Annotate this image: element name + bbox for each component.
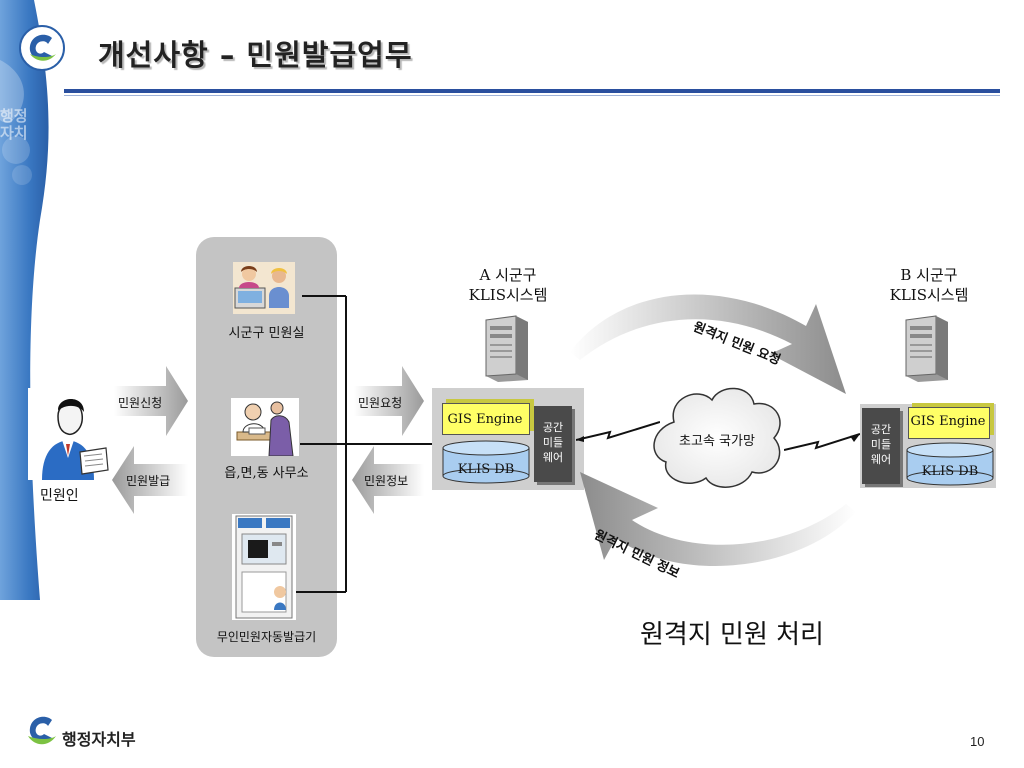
page-number: 10 bbox=[970, 734, 985, 749]
footer-brand: 행정자치부 bbox=[62, 730, 136, 749]
side-band bbox=[0, 0, 49, 600]
system-b-db-label: KLIS DB bbox=[921, 464, 979, 479]
citizen-label: 민원인 bbox=[40, 488, 79, 504]
network-cloud-label: 초고속 국가망 bbox=[679, 434, 755, 449]
system-b-middleware-label: 공간 미들 웨어 bbox=[862, 422, 900, 467]
link-cloud-to-b bbox=[784, 433, 860, 451]
city-office-label: 시군구 민원실 bbox=[228, 326, 305, 341]
network-cloud bbox=[653, 387, 781, 488]
issue-arrow bbox=[112, 446, 188, 514]
system-a-mw-line1: 공간 bbox=[542, 421, 564, 434]
system-a-mw-line3: 웨어 bbox=[542, 451, 564, 464]
link-a-to-cloud bbox=[576, 421, 660, 442]
mid-info-arrow bbox=[352, 446, 424, 514]
page-title: 개선사항 – 민원발급업무 bbox=[98, 38, 413, 72]
title-rule-thin bbox=[64, 95, 1000, 96]
system-a-mw-line2: 미들 bbox=[542, 436, 564, 449]
system-a-gis-box bbox=[442, 403, 530, 435]
city-office-icon bbox=[233, 262, 295, 314]
system-b-mw-line2: 미들 bbox=[870, 438, 892, 451]
mid-info-label: 민원정보 bbox=[364, 474, 409, 488]
system-a-db bbox=[442, 440, 530, 484]
system-b-db bbox=[906, 442, 994, 486]
curved-arrows bbox=[570, 294, 856, 567]
system-a-middleware-label: 공간 미들 웨어 bbox=[534, 420, 572, 465]
side-watermark-text: 행정자치 bbox=[0, 107, 28, 142]
system-a-middleware-box bbox=[534, 406, 572, 482]
mid-request-arrow bbox=[354, 366, 424, 436]
system-b-mw-line1: 공간 bbox=[870, 423, 892, 436]
system-a-title-line2: KLIS시스템 bbox=[468, 286, 548, 304]
title-rule bbox=[64, 89, 1000, 93]
citizen-icon bbox=[28, 388, 112, 480]
system-b-middleware-box bbox=[862, 408, 900, 484]
system-a-title-line1: A 시군구 bbox=[479, 266, 537, 284]
ministry-logo bbox=[19, 25, 65, 71]
caption: 원격지 민원 처리 bbox=[640, 620, 824, 650]
town-office-label: 읍,면,동 사무소 bbox=[224, 466, 309, 481]
request-arrow-label: 민원신청 bbox=[118, 396, 163, 410]
system-a-db-label: KLIS DB bbox=[457, 462, 515, 477]
kiosk-icon bbox=[232, 514, 296, 620]
request-arrow bbox=[114, 366, 188, 436]
server-a-icon bbox=[485, 315, 528, 382]
system-b-mw-line3: 웨어 bbox=[870, 453, 892, 466]
footer-logo bbox=[28, 716, 56, 745]
system-a-gis-label: GIS Engine bbox=[447, 412, 523, 427]
mid-request-label: 민원요청 bbox=[358, 396, 403, 410]
office-connectors bbox=[296, 295, 436, 593]
server-b-icon bbox=[905, 315, 948, 382]
issue-arrow-label: 민원발급 bbox=[126, 474, 171, 488]
kiosk-label: 무인민원자동발급기 bbox=[216, 630, 317, 644]
system-b-gis-label: GIS Engine bbox=[910, 414, 986, 429]
system-b-title-line1: B 시군구 bbox=[900, 266, 958, 284]
system-b-title-line2: KLIS시스템 bbox=[889, 286, 969, 304]
town-office-icon bbox=[231, 398, 299, 456]
system-b-gis-box bbox=[908, 407, 990, 439]
